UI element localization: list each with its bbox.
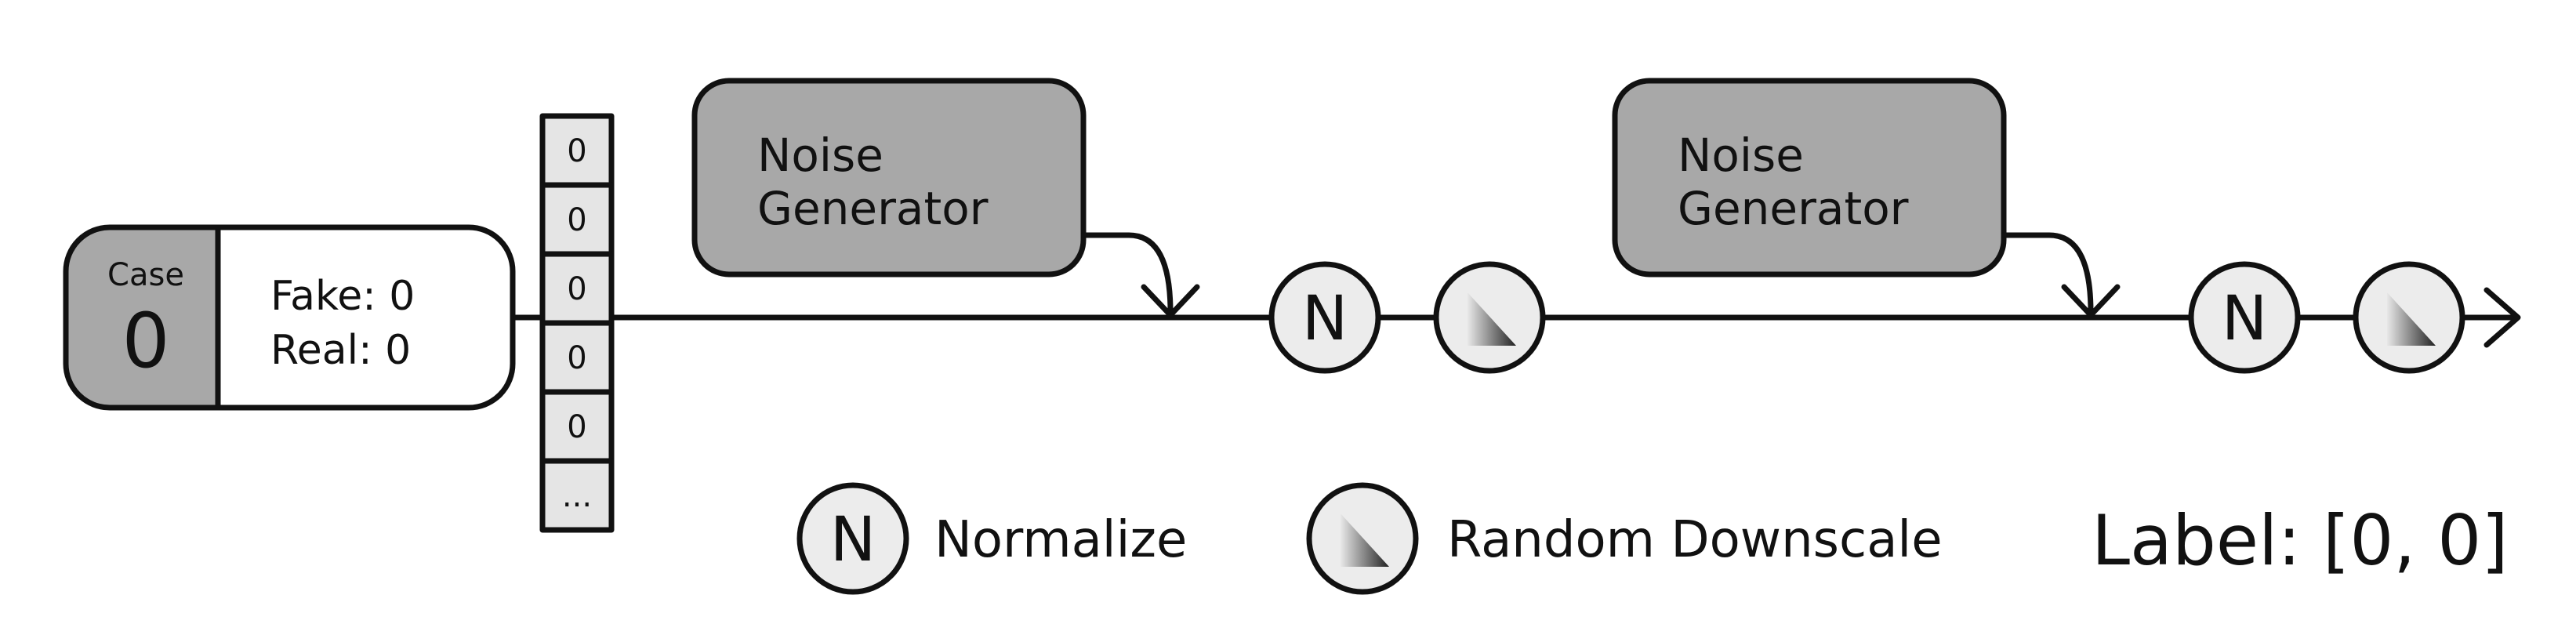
vector-cell-text-1: 0 — [567, 202, 586, 238]
legend: N Normalize Random Downscale — [796, 482, 1943, 595]
case-box: Case 0 Fake: 0 Real: 0 — [63, 224, 516, 411]
noise-generator-2-arrowhead — [2061, 284, 2121, 318]
random-downscale-icon — [2353, 261, 2465, 374]
noise-generator-1-line1: Noise — [757, 129, 883, 182]
vector-cell-text-3: 0 — [567, 340, 586, 376]
case-real-count: Real: 0 — [270, 327, 411, 374]
vector-cell-2 — [539, 251, 615, 326]
noise-generator-2-box — [1612, 78, 2007, 278]
vector-cell-text-5: ... — [562, 478, 592, 514]
vector-cell-text-0: 0 — [567, 133, 586, 169]
normalize-symbol: N — [830, 505, 876, 575]
arrow-right-icon — [2483, 287, 2521, 348]
label-text: Label: [0, 0] — [2092, 500, 2509, 581]
noise-generator-2: Noise Generator — [1612, 78, 2121, 318]
case-box-outline — [63, 224, 516, 411]
vector-cell-text-2: 0 — [567, 271, 586, 307]
normalize-icon: N — [2188, 261, 2301, 374]
vector-cell-text-4: 0 — [567, 409, 586, 445]
normalize-icon: N — [796, 482, 909, 595]
legend-normalize-label: Normalize — [934, 511, 1187, 569]
random-downscale-icon — [1306, 482, 1419, 595]
normalize-icon: N — [1268, 261, 1381, 374]
normalize-symbol: N — [2222, 284, 2267, 354]
case-number: 0 — [122, 297, 169, 385]
label-vector: 0 0 0 0 0 ... — [539, 113, 615, 533]
noise-generator-1-arrowhead — [1141, 284, 1200, 318]
noise-generator-2-line2: Generator — [1678, 182, 1909, 235]
noise-generator-1-box — [691, 78, 1087, 278]
noise-generator-2-connector — [2001, 232, 2094, 315]
vector-cell-5 — [539, 458, 615, 533]
legend-downscale-label: Random Downscale — [1447, 511, 1943, 569]
vector-cell-4 — [539, 389, 615, 464]
case-fake-count: Fake: 0 — [270, 273, 415, 320]
noise-generator-1-connector — [1080, 232, 1174, 315]
noise-generator-1: Noise Generator — [691, 78, 1200, 318]
random-downscale-icon — [1433, 261, 1546, 374]
case-label: Case — [107, 257, 184, 293]
noise-generator-2-line1: Noise — [1678, 129, 1804, 182]
normalize-symbol: N — [1302, 284, 1348, 354]
case-box-left-fill — [66, 227, 218, 408]
noise-generator-1-line2: Generator — [757, 182, 989, 235]
vector-cell-1 — [539, 182, 615, 257]
